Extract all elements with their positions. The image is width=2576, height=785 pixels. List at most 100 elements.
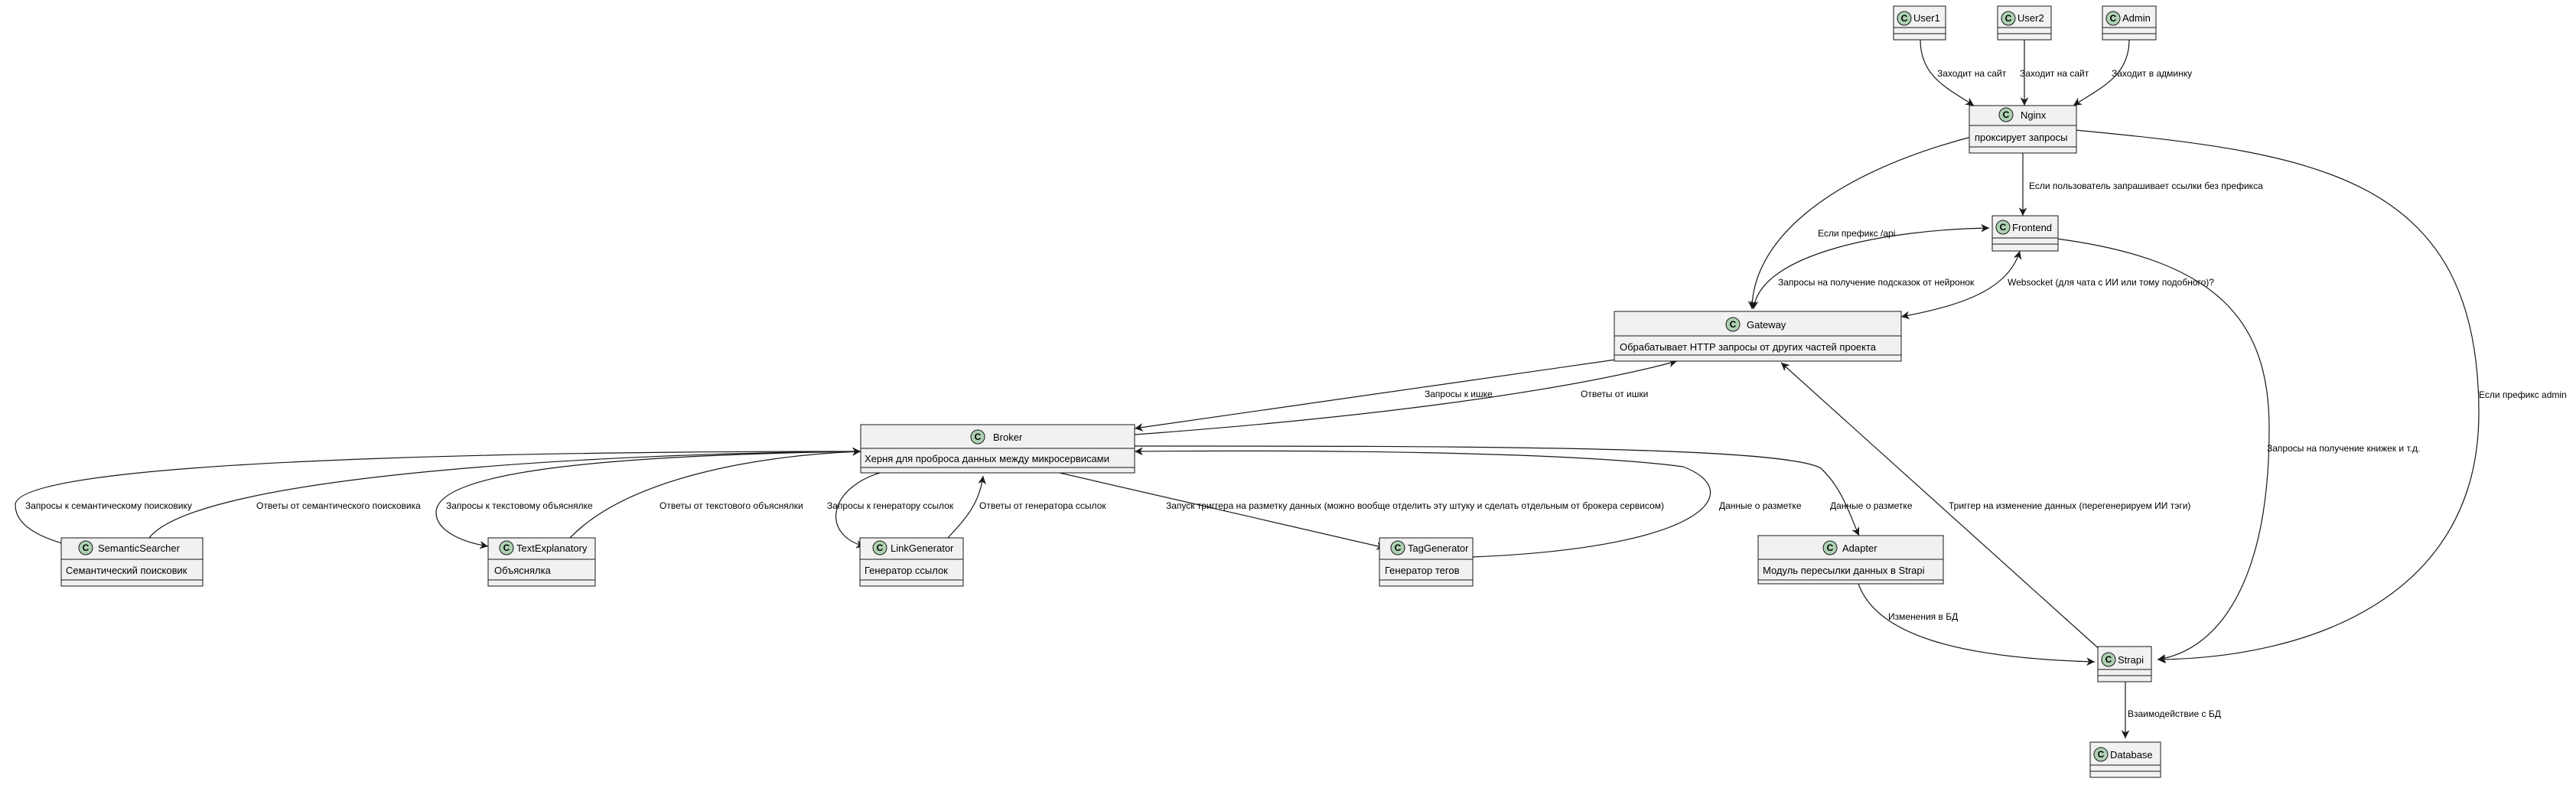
class-icon-letter: C [1730, 319, 1737, 330]
edge-broker-linkgen [835, 472, 881, 549]
class-name: TextExplanatory [516, 542, 588, 554]
class-icon-letter: C [2000, 222, 2007, 233]
class-strapi[interactable]: C Strapi [2097, 646, 2152, 682]
label-strapi-gateway: Триггер на изменение данных (перегенерир… [1949, 500, 2190, 511]
edge-admin-nginx [2073, 39, 2130, 106]
class-icon [2101, 652, 2116, 667]
class-icon [872, 540, 887, 555]
label-strapi-database: Взаимодействие с БД [2128, 708, 2221, 719]
label-nginx-frontend: Если пользователь запрашивает ссылки без… [2029, 181, 2263, 191]
label-user1-nginx: Заходит на сайт [1937, 68, 2007, 79]
class-icon [970, 429, 985, 445]
label-broker-textexpl: Запросы к текстовому объяснялке [446, 500, 593, 511]
class-name: Nginx [2021, 109, 2047, 121]
label-nginx-gateway: Если префикс /api [1818, 228, 1895, 239]
edge-taggen-broker [1134, 447, 1711, 558]
class-description: Генератор тегов [1385, 565, 1460, 576]
class-text-explanatory[interactable]: C TextExplanatory Объяснялка [487, 537, 596, 587]
class-icon-letter: C [503, 542, 510, 553]
class-icon [499, 540, 514, 555]
class-icon-letter: C [2105, 654, 2112, 665]
class-user2[interactable]: C User2 [1997, 5, 2052, 41]
label-admin-nginx: Заходит в админку [2112, 68, 2192, 79]
class-icon [2105, 11, 2121, 26]
class-name: Frontend [2012, 222, 2052, 233]
class-database[interactable]: C Database [2089, 741, 2161, 778]
label-nginx-strapi: Если префикс admin [2479, 389, 2567, 400]
class-gateway[interactable]: C Gateway Обрабатывает HTTP запросы от д… [1614, 311, 1902, 362]
class-icon [2001, 11, 2016, 26]
class-icon [1995, 220, 2011, 235]
edges [15, 39, 2480, 738]
edge-labels: Заходит на сайт Заходит на сайт Заходит … [25, 68, 2567, 719]
class-icon [1998, 107, 2014, 122]
class-name: User2 [2017, 12, 2044, 24]
class-name: TagGenerator [1408, 542, 1469, 554]
edge-broker-gateway [1134, 359, 1678, 435]
edge-frontend-strapi [2056, 238, 2270, 663]
edge-semantic-broker [148, 447, 861, 539]
label-user2-nginx: Заходит на сайт [2020, 68, 2089, 79]
edge-broker-textexpl [435, 451, 861, 549]
edge-linkgen-broker [946, 475, 986, 539]
edge-broker-semantic [15, 451, 861, 549]
class-nginx[interactable]: C Nginx проксирует запросы [1969, 105, 2077, 154]
label-gateway-broker: Запросы к ишке [1425, 389, 1493, 399]
class-icon [1390, 540, 1405, 555]
label-broker-adapter: Данные о разметке [1830, 500, 1913, 511]
label-broker-semantic: Запросы к семантическому поисковику [25, 500, 192, 511]
edge-frontend-gateway [1750, 223, 1990, 310]
class-description: проксирует запросы [1975, 132, 2067, 143]
class-admin[interactable]: C Admin [2102, 5, 2157, 41]
class-description: Семантический поисковик [66, 565, 187, 576]
class-description: Модуль пересылки данных в Strapi [1763, 565, 1925, 576]
label-taggen-broker: Данные о разметке [1719, 500, 1802, 511]
class-icon-letter: C [1395, 542, 1402, 553]
class-description: Херня для проброса данных между микросер… [865, 453, 1109, 464]
class-broker[interactable]: C Broker Херня для проброса данных между… [860, 424, 1135, 474]
class-icon [78, 540, 93, 555]
label-frontend-gateway-ws: Websocket (для чата с ИИ или тому подобн… [2008, 277, 2214, 288]
class-name: User1 [1913, 12, 1940, 24]
label-frontend-gateway: Запросы на получение подсказок от нейрон… [1778, 277, 1975, 288]
class-icon-letter: C [2110, 13, 2117, 24]
class-icon [1725, 317, 1741, 332]
class-icon [1822, 540, 1838, 555]
class-adapter[interactable]: C Adapter Модуль пересылки данных в Stra… [1757, 535, 1944, 585]
class-icon-letter: C [877, 542, 884, 553]
edge-adapter-strapi [1857, 581, 2096, 666]
class-icon [2093, 747, 2109, 762]
class-name: LinkGenerator [891, 542, 954, 554]
edge-frontend-gateway-ws [1900, 250, 2022, 320]
class-link-generator[interactable]: C LinkGenerator Генератор ссылок [859, 537, 964, 587]
class-tag-generator[interactable]: C TagGenerator Генератор тегов [1379, 537, 1474, 587]
edge-nginx-strapi [2074, 129, 2480, 664]
label-broker-gateway: Ответы от ишки [1581, 389, 1648, 399]
label-adapter-strapi: Изменения в БД [1888, 611, 1958, 622]
class-frontend[interactable]: C Frontend [1991, 215, 2059, 252]
class-name: Admin [2122, 12, 2151, 24]
class-name: Broker [993, 432, 1023, 443]
class-name: Database [2110, 749, 2153, 761]
class-semantic-searcher[interactable]: C SemanticSearcher Семантический поисков… [60, 537, 204, 587]
edge-broker-adapter [1134, 445, 1860, 536]
class-user1[interactable]: C User1 [1893, 5, 1946, 41]
label-textexpl-broker: Ответы от текстового объяснялки [659, 500, 803, 511]
class-icon [1897, 11, 1912, 26]
class-description: Генератор ссылок [865, 565, 948, 576]
class-icon-letter: C [2005, 13, 2012, 24]
edge-gateway-broker [1134, 359, 1617, 432]
class-description: Обрабатывает HTTP запросы от других част… [1620, 341, 1877, 353]
edge-broker-taggen [1059, 472, 1386, 550]
class-icon-letter: C [1827, 542, 1834, 553]
class-icon-letter: C [2098, 749, 2105, 760]
class-name: Strapi [2118, 654, 2144, 666]
edge-strapi-gateway [1780, 362, 2103, 653]
class-icon-letter: C [1901, 13, 1908, 24]
label-broker-taggen: Запуск триггера на разметку данных (можн… [1166, 500, 1664, 511]
class-icon-letter: C [83, 542, 90, 553]
class-description: Объяснялка [494, 565, 552, 576]
label-broker-linkgen: Запросы к генератору ссылок [827, 500, 954, 511]
